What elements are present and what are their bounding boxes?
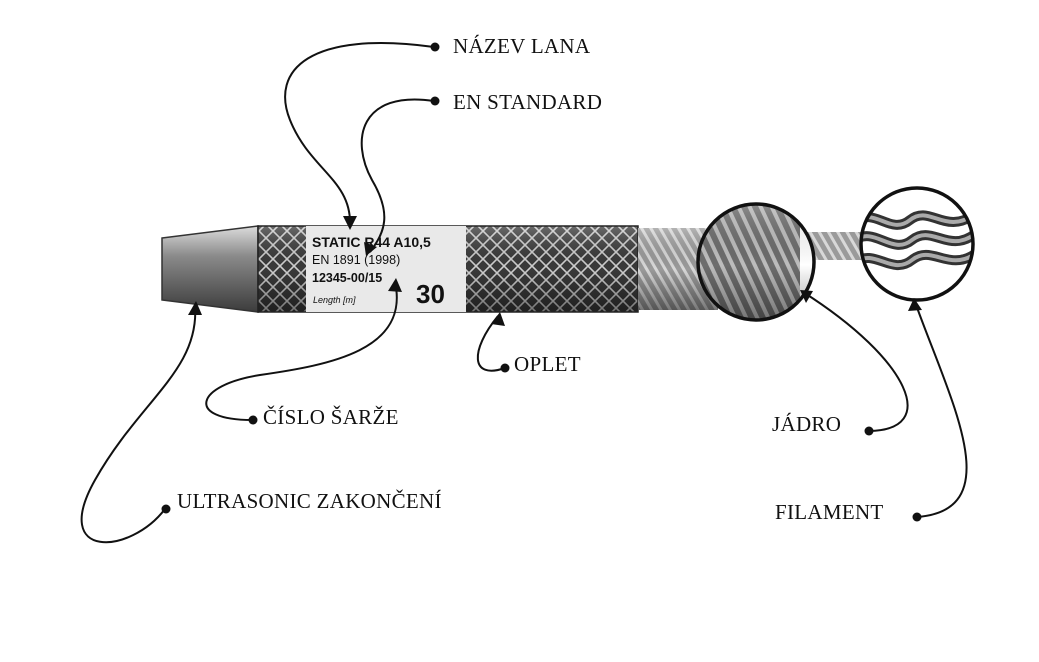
label-core: JÁDRO <box>772 412 842 436</box>
leader-ultrasonic <box>80 304 197 544</box>
leader-en-standard <box>360 98 435 253</box>
arrowheads <box>188 216 922 326</box>
filament-magnifier <box>859 186 975 302</box>
label-dots <box>161 42 922 522</box>
ultrasonic-end-cap <box>161 225 259 313</box>
core-magnifier <box>696 202 816 322</box>
rope-tag: STATIC R44 A10,5 EN 1891 (1998) 12345-00… <box>306 226 466 312</box>
rope-tag-batch: 12345-00/15 <box>312 271 382 285</box>
label-rope-name: NÁZEV LANA <box>453 34 591 58</box>
rope-tag-length-caption: Length [m] <box>313 295 356 305</box>
rope-tag-length-value: 30 <box>416 279 445 309</box>
label-ultrasonic-end: ULTRASONIC ZAKONČENÍ <box>177 489 442 513</box>
rope-tag-standard: EN 1891 (1998) <box>312 253 400 267</box>
leader-oplet <box>476 315 506 372</box>
leader-rope-name <box>284 42 435 227</box>
rope-tag-name: STATIC R44 A10,5 <box>312 234 431 250</box>
leader-batch <box>205 281 398 421</box>
leader-jadro <box>802 291 909 432</box>
leader-lines <box>80 42 968 544</box>
label-batch-number: ČÍSLO ŠARŽE <box>263 405 399 429</box>
label-filament: FILAMENT <box>775 500 884 524</box>
label-sheath: OPLET <box>514 352 581 376</box>
leader-filament <box>914 301 968 518</box>
label-en-standard: EN STANDARD <box>453 90 603 114</box>
